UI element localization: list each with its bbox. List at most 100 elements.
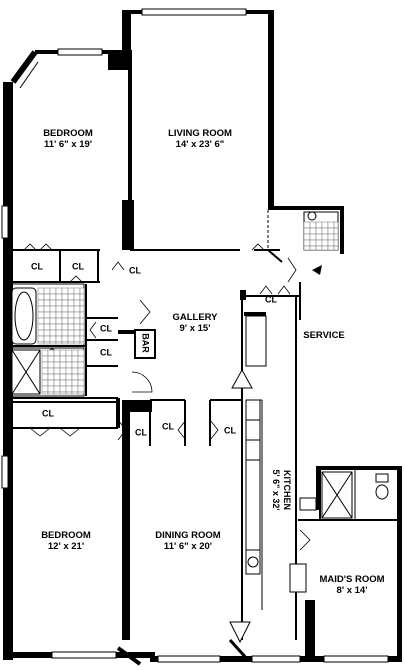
- floor-tile: [49, 317, 57, 325]
- floor-tile: [43, 305, 51, 313]
- floor-tile: [59, 361, 67, 369]
- closet-label: CL: [224, 425, 236, 436]
- floor-tile: [49, 329, 57, 337]
- closet-label: CL: [72, 261, 84, 272]
- floor-tile: [71, 385, 79, 393]
- floor-tile: [61, 311, 69, 319]
- floor-tile: [37, 311, 45, 319]
- floor-tile: [59, 391, 67, 395]
- living-room-label: LIVING ROOM 14' x 23' 6": [168, 128, 232, 150]
- floor-tile: [67, 305, 75, 313]
- floor-tile: [77, 355, 85, 363]
- floor-tile: [65, 391, 73, 395]
- floor-tile: [327, 227, 335, 235]
- doors: [23, 243, 311, 644]
- floor-tile: [67, 341, 75, 345]
- floor-tile: [37, 299, 45, 307]
- closet-label: CL: [135, 427, 147, 438]
- floor-tile: [43, 317, 51, 325]
- kitchen-label: KITCHEN 5' 6" x 32': [270, 469, 292, 510]
- floor-tile: [73, 317, 81, 325]
- floor-tile: [79, 299, 85, 307]
- floor-tile: [321, 221, 329, 229]
- floor-tile: [73, 305, 81, 313]
- floor-tile: [59, 367, 67, 375]
- floor-tile: [315, 221, 323, 229]
- floor-tile: [73, 287, 81, 295]
- floor-tile: [309, 239, 317, 247]
- floor-tile: [61, 317, 69, 325]
- floor-tile: [43, 299, 51, 307]
- floor-tile: [309, 233, 317, 241]
- floor-tile: [73, 335, 81, 343]
- floor-tile: [77, 367, 85, 375]
- floor-tile: [321, 239, 329, 247]
- floor-tile: [73, 329, 81, 337]
- floor-tile: [55, 329, 63, 337]
- floor-tile: [315, 239, 323, 247]
- floor-tile: [53, 379, 61, 387]
- maids-room-label: MAID'S ROOM 8' x 14': [319, 574, 384, 596]
- floor-tile: [79, 287, 85, 295]
- floor-tile: [37, 329, 45, 337]
- kitchen-dims: 5' 6" x 32': [271, 469, 281, 511]
- floor-tile: [79, 317, 85, 325]
- floor-tile: [49, 311, 57, 319]
- floor-tile: [47, 379, 55, 387]
- floor-tile: [59, 385, 67, 393]
- floor-tile: [67, 293, 75, 301]
- floor-tile: [43, 311, 51, 319]
- floor-tile: [55, 305, 63, 313]
- floor-tile: [37, 317, 45, 325]
- maids-room-name: MAID'S ROOM: [319, 574, 385, 585]
- floor-tile: [61, 287, 69, 295]
- floor-tile: [65, 355, 73, 363]
- floor-tile: [333, 245, 339, 251]
- floor-tile: [79, 323, 85, 331]
- closet-label: CL: [100, 347, 112, 358]
- closet-label: CL: [265, 294, 277, 305]
- floor-tile: [327, 239, 335, 247]
- floor-tile: [67, 299, 75, 307]
- floor-tile: [79, 335, 85, 343]
- floor-tile: [55, 335, 63, 343]
- floor-tile: [59, 373, 67, 381]
- floor-tile: [303, 245, 311, 251]
- floor-tile: [315, 233, 323, 241]
- floor-tile: [47, 349, 55, 357]
- floor-tile: [43, 341, 51, 345]
- floor-tile: [315, 227, 323, 235]
- closet-label: CL: [162, 421, 174, 432]
- floor-tile: [327, 221, 335, 229]
- floor-tile: [73, 323, 81, 331]
- closet-label: CL: [100, 323, 112, 334]
- floor-tile: [309, 245, 317, 251]
- floor-tile: [67, 317, 75, 325]
- floor-tile: [47, 391, 55, 395]
- windows: [1, 8, 389, 663]
- floor-tile: [333, 227, 339, 235]
- floor-tile: [41, 379, 49, 387]
- floor-tile: [303, 233, 311, 241]
- bedroom-top-dims: 11' 6" x 19': [43, 139, 93, 150]
- floor-tile: [61, 323, 69, 331]
- floor-tile: [61, 299, 69, 307]
- bedroom-bottom-name: BEDROOM: [41, 530, 91, 541]
- floor-tile: [73, 341, 81, 345]
- bedroom-top-name: BEDROOM: [43, 128, 93, 139]
- floor-tile: [37, 293, 45, 301]
- floor-tile: [59, 349, 67, 357]
- floor-tile: [49, 341, 57, 345]
- bay-windows: [10, 50, 250, 666]
- floor-tile: [79, 341, 85, 345]
- living-room-name: LIVING ROOM: [168, 128, 232, 139]
- floor-tile: [53, 385, 61, 393]
- interior-walls: [8, 50, 397, 640]
- bedroom-top-label: BEDROOM 11' 6" x 19': [43, 128, 93, 150]
- floor-tile: [43, 323, 51, 331]
- dining-room-name: DINING ROOM: [155, 530, 221, 541]
- floor-tile: [67, 329, 75, 337]
- floor-tile: [49, 305, 57, 313]
- floor-tile: [65, 367, 73, 375]
- floor-tile: [79, 311, 85, 319]
